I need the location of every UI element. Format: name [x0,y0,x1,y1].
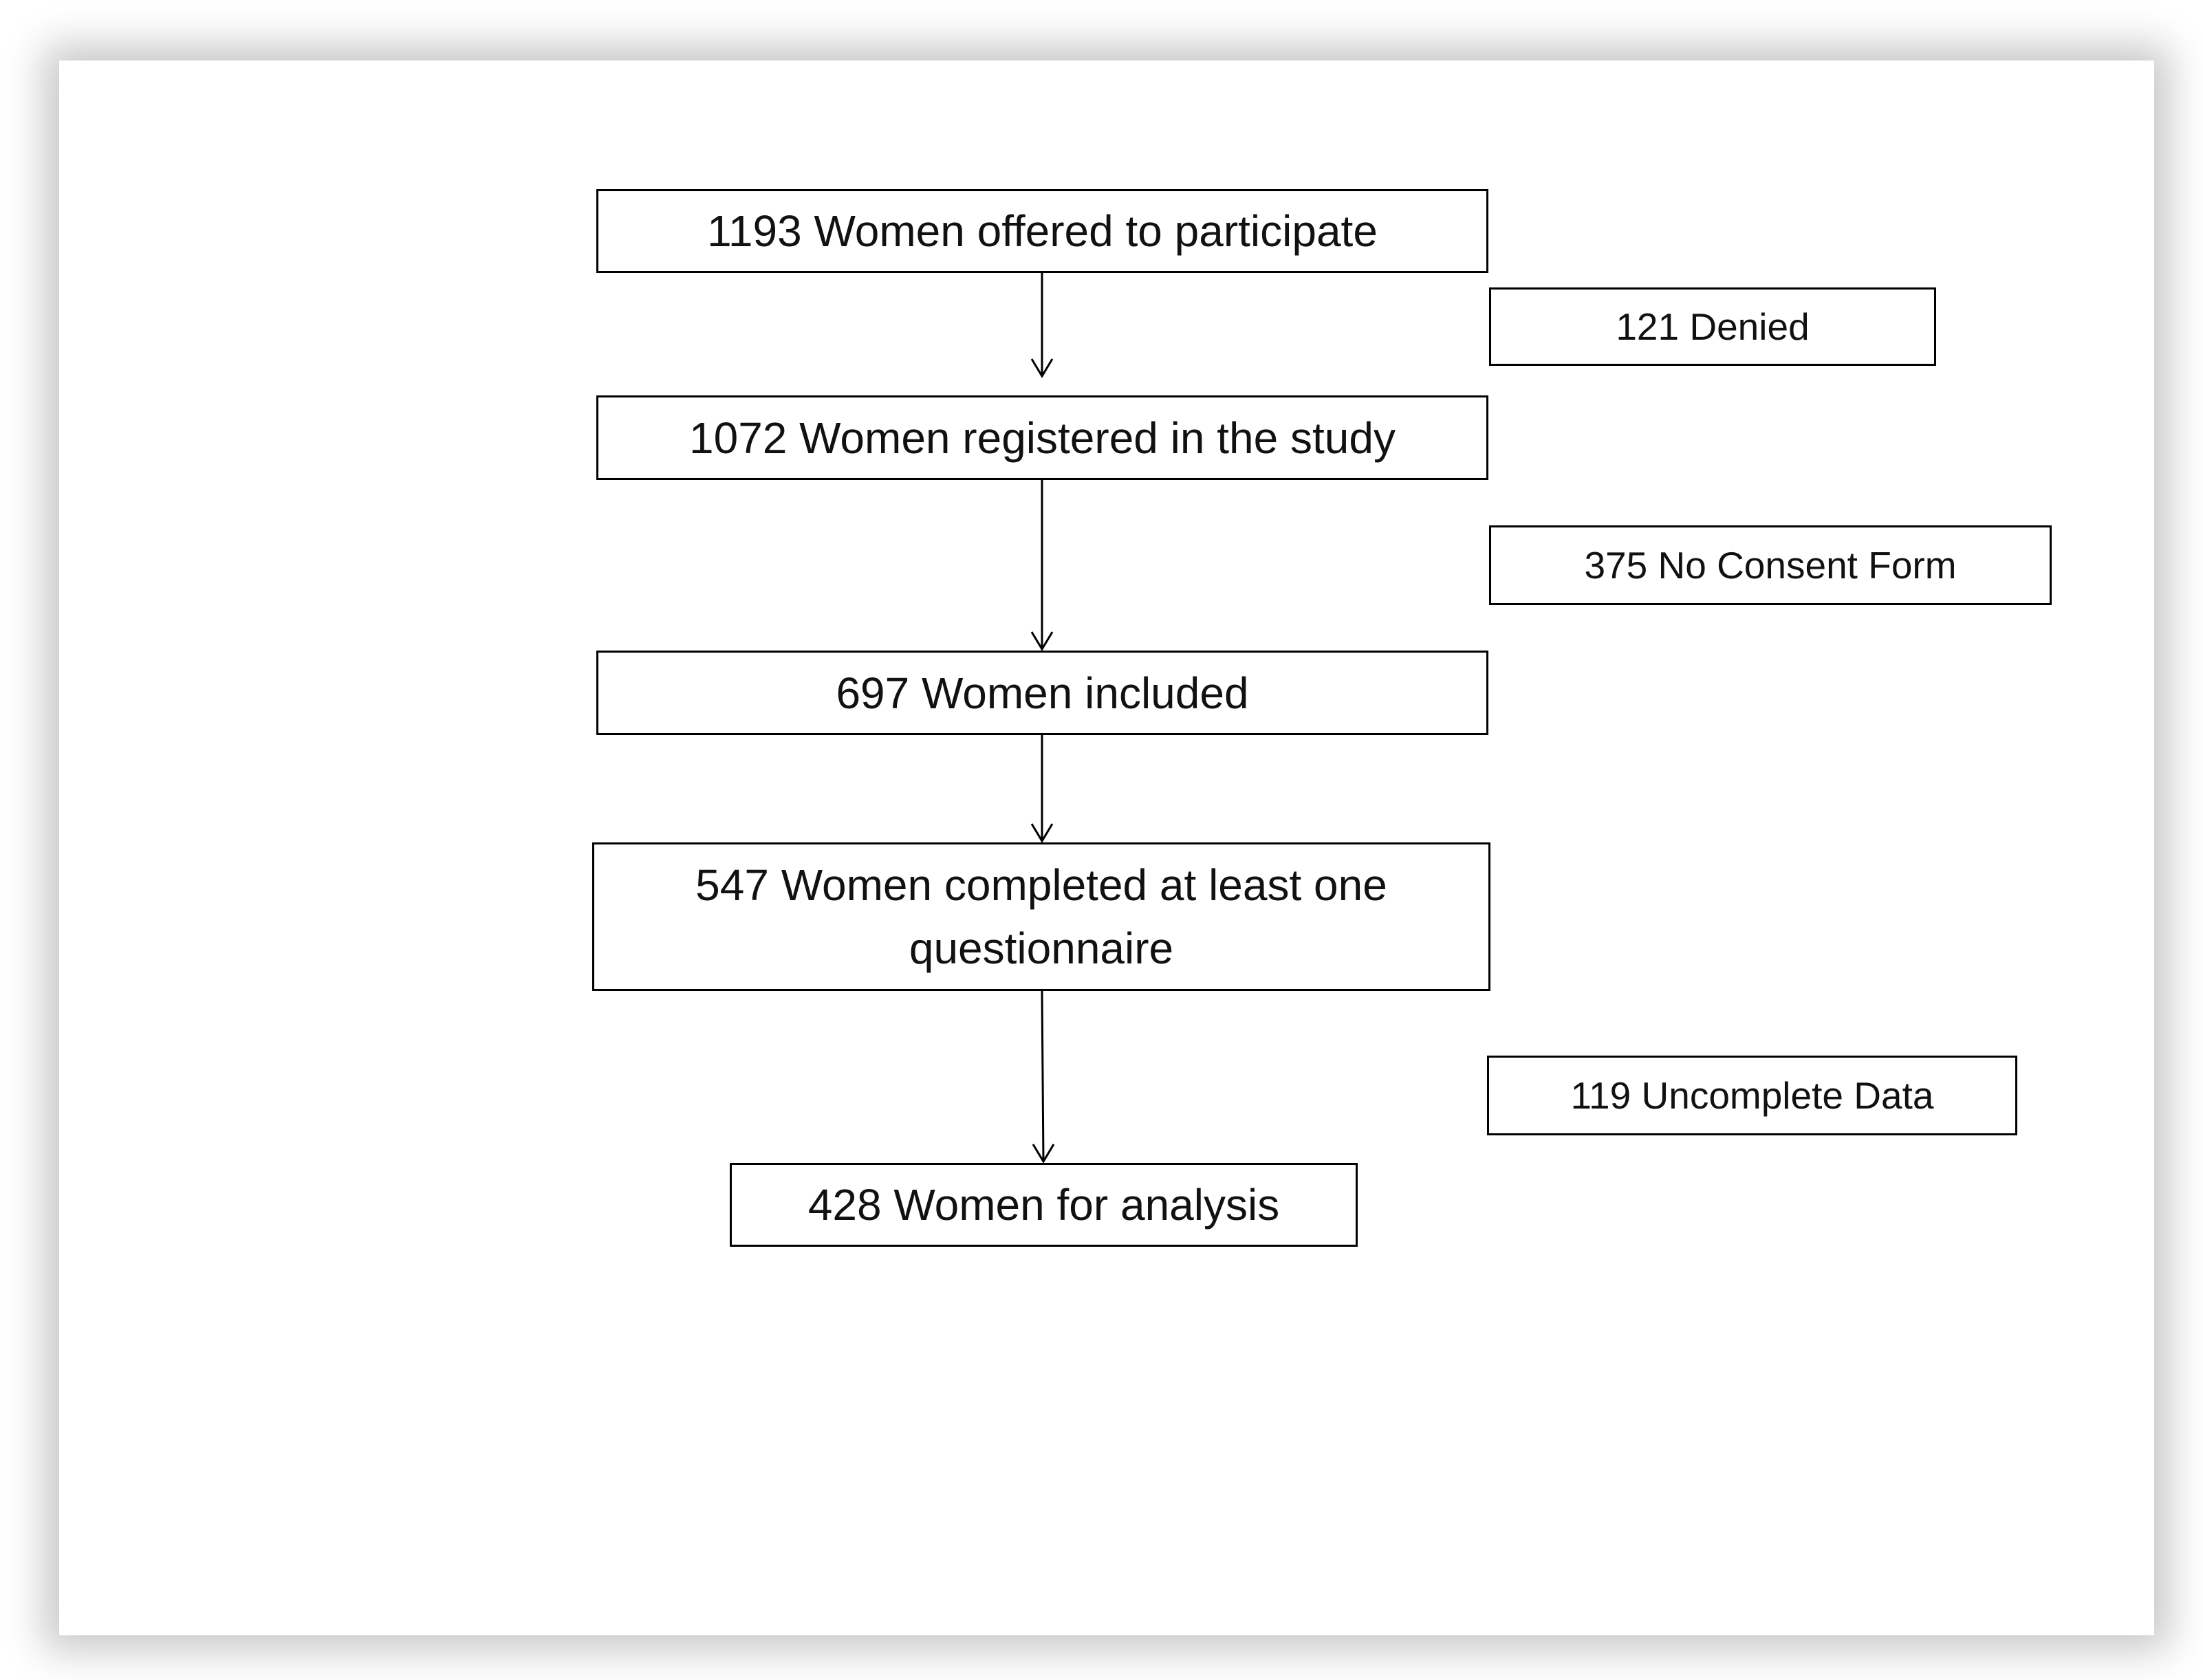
step-box-registered: 1072 Women registered in the study [596,395,1488,480]
step-box-included: 697 Women included [596,651,1488,735]
exclusion-box-no-consent: 375 No Consent Form [1489,525,2052,605]
arrowhead-step3 [1030,631,1054,651]
step-label-included: 697 Women included [836,668,1249,718]
exclusion-box-uncomplete-data: 119 Uncomplete Data [1487,1056,2017,1135]
step-box-analysis: 428 Women for analysis [730,1163,1358,1247]
arrowhead-step5 [1032,1144,1055,1164]
step-label-offered: 1193 Women offered to participate [707,206,1378,256]
exclusion-label-uncomplete-data: 119 Uncomplete Data [1570,1074,1934,1117]
exclusion-label-no-consent: 375 No Consent Form [1584,544,1957,587]
step-box-completed-questionnaire: 547 Women completed at least one questio… [592,842,1490,991]
exclusion-label-denied: 121 Denied [1616,305,1810,348]
exclusion-box-denied: 121 Denied [1489,287,1936,366]
step-box-offered: 1193 Women offered to participate [596,189,1488,273]
arrowhead-step2 [1030,358,1054,378]
arrowhead-step4 [1030,823,1054,843]
step-label-completed-questionnaire: 547 Women completed at least one questio… [695,860,1387,973]
arrow-step4-to-step5 [1041,990,1045,1162]
step-label-analysis: 428 Women for analysis [807,1180,1280,1230]
step-label-registered: 1072 Women registered in the study [689,413,1396,463]
